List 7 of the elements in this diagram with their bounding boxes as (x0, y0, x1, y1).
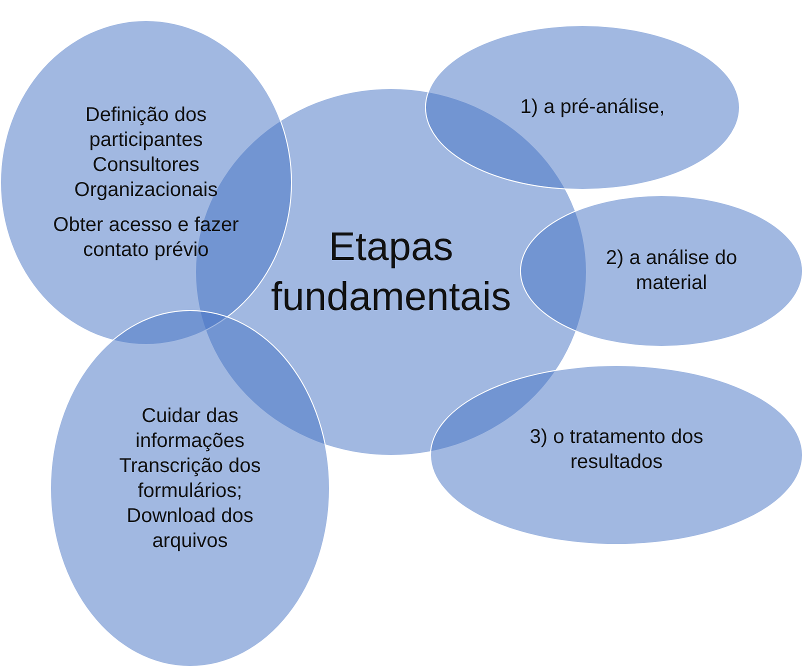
node-text: Definição dos participantes Consultores Organizacionais (73, 102, 219, 202)
node-text: Cuidar das informações Transcrição dos formulários; Download dos arquivos (118, 404, 262, 554)
central-title: Etapas fundamentais (271, 224, 511, 321)
node-text: 2) a análise do material (604, 246, 738, 296)
node-text: 3) o tratamento dos resultados (528, 425, 704, 475)
node-text: Obter acesso e fazer contato prévio (52, 212, 240, 262)
node-text: 1) a pré-análise, (520, 95, 665, 120)
